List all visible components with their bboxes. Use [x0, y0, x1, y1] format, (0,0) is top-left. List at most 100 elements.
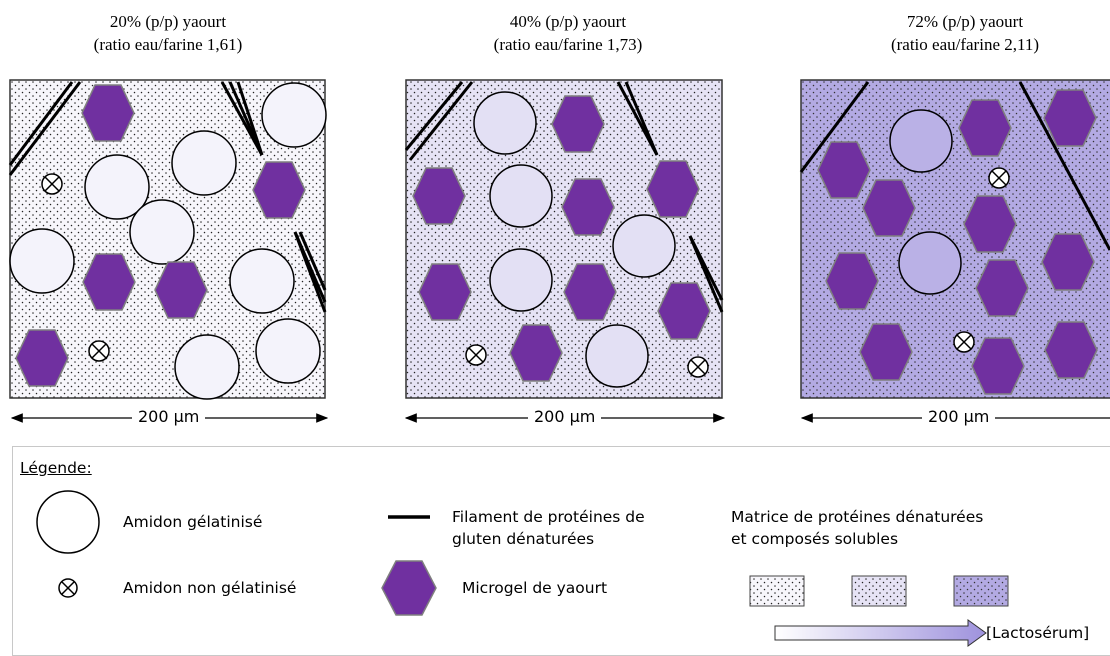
panel-3-title-line2: (ratio eau/farine 2,11) — [890, 35, 1040, 54]
gelatinized-starch — [489, 248, 553, 312]
panel-3 — [799, 79, 1110, 423]
gelatinized-starch — [229, 248, 295, 314]
legend-symbols — [36, 490, 1009, 647]
circled-x-icon — [687, 356, 709, 378]
microgel-hexagon — [975, 259, 1029, 317]
panel-1-ungelatinized-starch — [41, 173, 110, 362]
legend-yogurt-microgel: Microgel de yaourt — [462, 579, 608, 597]
microgel-hexagon — [657, 282, 711, 340]
panel-2-ungelatinized-starch — [465, 344, 709, 378]
microgel-hexagon — [418, 263, 472, 321]
filament — [624, 81, 659, 156]
gelatinized-starch — [889, 109, 953, 173]
gelatinized-starch — [585, 324, 649, 388]
microgel-hexagon — [825, 252, 879, 310]
microgel-hexagon — [646, 160, 700, 218]
panel-2-scale-label: 200 µm — [528, 407, 602, 426]
filament — [408, 81, 474, 161]
panel-3-title: 72% (p/p) yaourt (ratio eau/farine 2,11) — [815, 10, 1110, 56]
legend-box — [12, 446, 1110, 656]
gelatinized-starch — [255, 318, 321, 384]
microgel-hexagon — [1044, 321, 1098, 379]
microgel-hexagon — [252, 161, 306, 219]
microgel-hexagon — [1041, 233, 1095, 291]
filament — [404, 81, 464, 151]
matrix-swatch-high — [953, 575, 1009, 607]
legend-gluten-filament-line2: gluten dénaturées — [452, 530, 595, 548]
circled-x-icon — [465, 344, 487, 366]
filament — [293, 231, 327, 303]
circled-x-icon — [58, 578, 78, 598]
panel-2-title-line1: 40% (p/p) yaourt — [509, 12, 627, 31]
microgel-hexagon — [563, 263, 617, 321]
legend-matrix: Matrice de protéines dénaturées et compo… — [731, 506, 983, 550]
panel-1-gelatinized-starch — [9, 82, 327, 400]
microgel-hexagon — [412, 167, 466, 225]
panel-2 — [404, 79, 726, 423]
microgel-hexagon — [958, 99, 1012, 157]
legend-whey-label: [Lactosérum] — [986, 624, 1090, 642]
filament — [8, 81, 82, 176]
microgel-hexagon — [561, 178, 615, 236]
panel-2-microgels — [412, 95, 711, 382]
panel-2-title-line2: (ratio eau/farine 1,73) — [493, 35, 643, 54]
legend-matrix-line1: Matrice de protéines dénaturées — [731, 508, 984, 526]
filament — [1018, 81, 1110, 251]
legend-gluten-filament-line1: Filament de protéines de — [452, 508, 645, 526]
matrix-swatch-mid — [851, 575, 907, 607]
microgel-hexagon — [15, 329, 69, 387]
hexagon-icon — [381, 560, 437, 616]
gelatinized-starch — [171, 130, 237, 196]
legend-matrix-line2: et composés solubles — [731, 530, 899, 548]
panel-3-gluten-filaments — [799, 81, 1110, 251]
microgel-hexagon — [509, 324, 563, 382]
gelatinized-starch — [9, 228, 75, 294]
microgel-hexagon — [82, 253, 136, 311]
legend-gluten-filament: Filament de protéines de gluten dénaturé… — [452, 506, 645, 550]
microgel-hexagon — [859, 323, 913, 381]
circled-x-icon — [953, 331, 975, 353]
filament — [8, 81, 74, 166]
microgel-hexagon — [551, 95, 605, 153]
panel-1-title-line1: 20% (p/p) yaourt — [109, 12, 227, 31]
microgel-hexagon — [81, 84, 135, 142]
gelatinized-starch — [473, 91, 537, 155]
panel-2-gelatinized-starch — [473, 91, 676, 388]
circled-x-icon — [41, 173, 63, 195]
microgel-hexagon — [963, 195, 1017, 253]
microgel-hexagon — [154, 261, 208, 319]
panel-1-title-line2: (ratio eau/farine 1,61) — [93, 35, 243, 54]
panel-2-title: 40% (p/p) yaourt (ratio eau/farine 1,73) — [418, 10, 718, 56]
panel-3-title-line1: 72% (p/p) yaourt — [906, 12, 1024, 31]
gelatinized-starch — [174, 334, 240, 400]
legend-ungelatinized-starch: Amidon non gélatinisé — [123, 579, 297, 597]
microgel-hexagon — [971, 337, 1025, 395]
microgel-hexagon — [862, 179, 916, 237]
legend-title: Légende: — [20, 459, 92, 477]
open-circle-icon — [36, 490, 100, 554]
gelatinized-starch — [612, 214, 676, 278]
panel-1 — [8, 79, 329, 423]
filament — [688, 235, 724, 301]
gelatinized-starch — [84, 154, 150, 220]
panel-3-microgels — [817, 89, 1098, 395]
gelatinized-starch — [129, 199, 195, 265]
panel-3-gelatinized-starch — [889, 109, 962, 295]
circled-x-icon — [88, 340, 110, 362]
filament — [236, 81, 264, 156]
gelatinized-starch — [261, 82, 327, 148]
panel-3-ungelatinized-starch — [953, 167, 1010, 353]
panel-1-microgels — [15, 84, 306, 387]
filament — [298, 231, 327, 291]
gelatinized-starch — [898, 231, 962, 295]
circled-x-icon — [988, 167, 1010, 189]
gelatinized-starch — [489, 164, 553, 228]
microgel-hexagon — [1043, 89, 1097, 147]
panel-1-scale-label: 200 µm — [132, 407, 206, 426]
panel-1-title: 20% (p/p) yaourt (ratio eau/farine 1,61) — [18, 10, 318, 56]
panel-1-gluten-filaments — [8, 81, 327, 313]
matrix-swatch-low — [749, 575, 805, 607]
panel-3-scale-label: 200 µm — [922, 407, 996, 426]
legend-gelatinized-starch: Amidon gélatinisé — [123, 513, 263, 531]
